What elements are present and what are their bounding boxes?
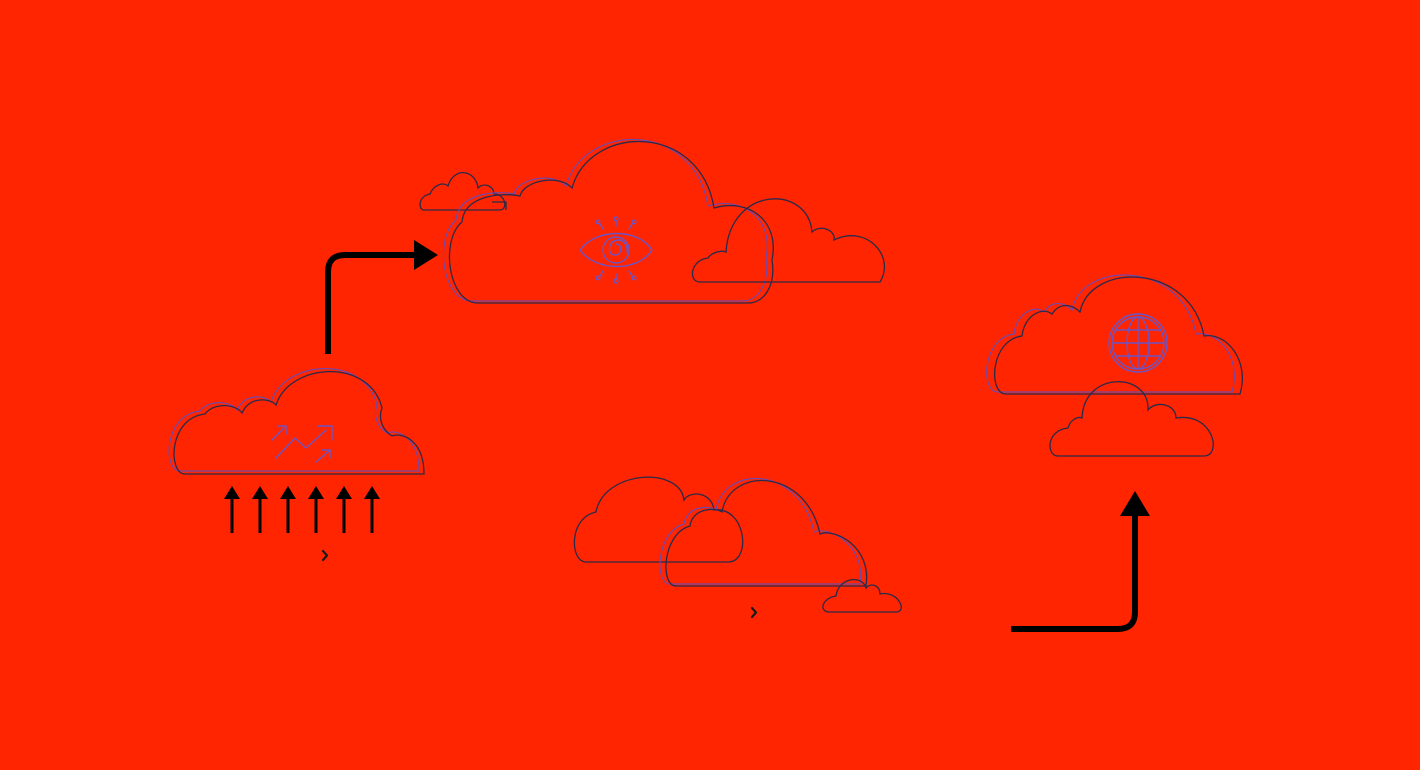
eye-icon [579, 216, 653, 284]
globe-icon [1108, 313, 1168, 373]
updraft-arrows [224, 486, 380, 533]
chevron-right-icon [321, 549, 329, 562]
updraft-arrow [252, 486, 268, 533]
updraft-arrow [308, 486, 324, 533]
side-cloud-right [691, 198, 886, 283]
updraft-arrow [280, 486, 296, 533]
updraft-arrow [364, 486, 380, 533]
updraft-arrow [336, 486, 352, 533]
lower-right-cloud [1049, 381, 1214, 457]
flow-arrow-to-eye-cloud [325, 240, 438, 354]
trending-up-icon [271, 425, 333, 463]
updraft-arrow [224, 486, 240, 533]
eye-cloud [442, 138, 774, 304]
flow-arrow-to-globe-cloud [1011, 491, 1150, 632]
small-cloud-top [419, 172, 507, 211]
cloud-cluster-bottom [573, 476, 902, 613]
chevron-right-icon [750, 606, 758, 619]
trend-cloud [168, 368, 425, 475]
globe-cloud [986, 274, 1243, 395]
